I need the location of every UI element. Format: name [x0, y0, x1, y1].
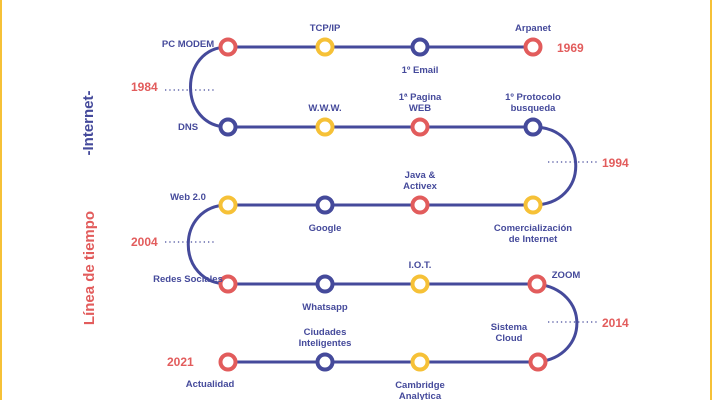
- internet-title: -Internet-: [80, 91, 97, 156]
- event-label: 1º Email: [402, 65, 439, 76]
- timeline-labels: Arpanet 1º Email TCP/IP PC MODEM DNS W.W.W. 1ª…: [153, 23, 580, 400]
- event-node: [523, 37, 543, 57]
- event-node: [315, 117, 335, 137]
- timeline-line: [186, 45, 579, 364]
- timeline-title: Línea de tiempo: [81, 211, 98, 325]
- event-label: Cambridge: [395, 380, 445, 391]
- event-label: TCP/IP: [310, 23, 341, 34]
- event-node: [527, 274, 547, 294]
- event-node: [218, 37, 238, 57]
- year-label: 2014: [602, 316, 629, 330]
- event-label: Java &: [405, 170, 436, 181]
- event-label: Whatsapp: [302, 302, 348, 313]
- event-label: Ciudades: [304, 327, 347, 338]
- event-node: [410, 37, 430, 57]
- event-label: I.O.T.: [409, 260, 432, 271]
- year-label: 2004: [131, 235, 158, 249]
- event-label: Arpanet: [515, 23, 552, 34]
- year-labels: 1969 1984 1994 2004 2014 2021: [131, 41, 629, 369]
- year-label: 1969: [557, 41, 584, 55]
- event-node: [410, 117, 430, 137]
- left-border: [0, 0, 2, 400]
- event-node: [315, 352, 335, 372]
- event-label: Inteligentes: [299, 338, 352, 349]
- event-label: Actualidad: [186, 379, 235, 390]
- event-label: Google: [309, 223, 342, 234]
- event-label: ZOOM: [552, 270, 581, 281]
- right-border: [710, 0, 712, 400]
- event-node: [410, 352, 430, 372]
- event-label: 1º Protocolo: [505, 92, 561, 103]
- event-label: 1ª Pagina: [399, 92, 442, 103]
- event-label: Cloud: [496, 333, 523, 344]
- event-node: [218, 274, 238, 294]
- event-node: [315, 195, 335, 215]
- event-node: [410, 195, 430, 215]
- event-label: Sistema: [491, 322, 528, 333]
- event-label: Redes Sociales: [153, 274, 223, 285]
- timeline-track: [186, 45, 579, 364]
- event-label: Comercialización: [494, 223, 572, 234]
- event-node: [523, 117, 543, 137]
- event-label: busqueda: [511, 103, 557, 114]
- event-label: Activex: [403, 181, 438, 192]
- timeline-nodes: [218, 37, 548, 372]
- event-node: [218, 117, 238, 137]
- event-label: Web 2.0: [170, 192, 206, 203]
- event-label: W.W.W.: [308, 103, 341, 114]
- event-node: [315, 274, 335, 294]
- event-label: PC MODEM: [162, 39, 214, 50]
- event-node: [218, 195, 238, 215]
- year-label: 1984: [131, 80, 158, 94]
- event-node: [528, 352, 548, 372]
- event-node: [523, 195, 543, 215]
- year-label: 1994: [602, 156, 629, 170]
- event-node: [315, 37, 335, 57]
- event-label: WEB: [409, 103, 431, 114]
- event-node: [410, 274, 430, 294]
- event-node: [218, 352, 238, 372]
- event-label: Analytica: [399, 391, 442, 400]
- event-label: DNS: [178, 122, 198, 133]
- event-label: de Internet: [509, 234, 558, 245]
- year-label: 2021: [167, 355, 194, 369]
